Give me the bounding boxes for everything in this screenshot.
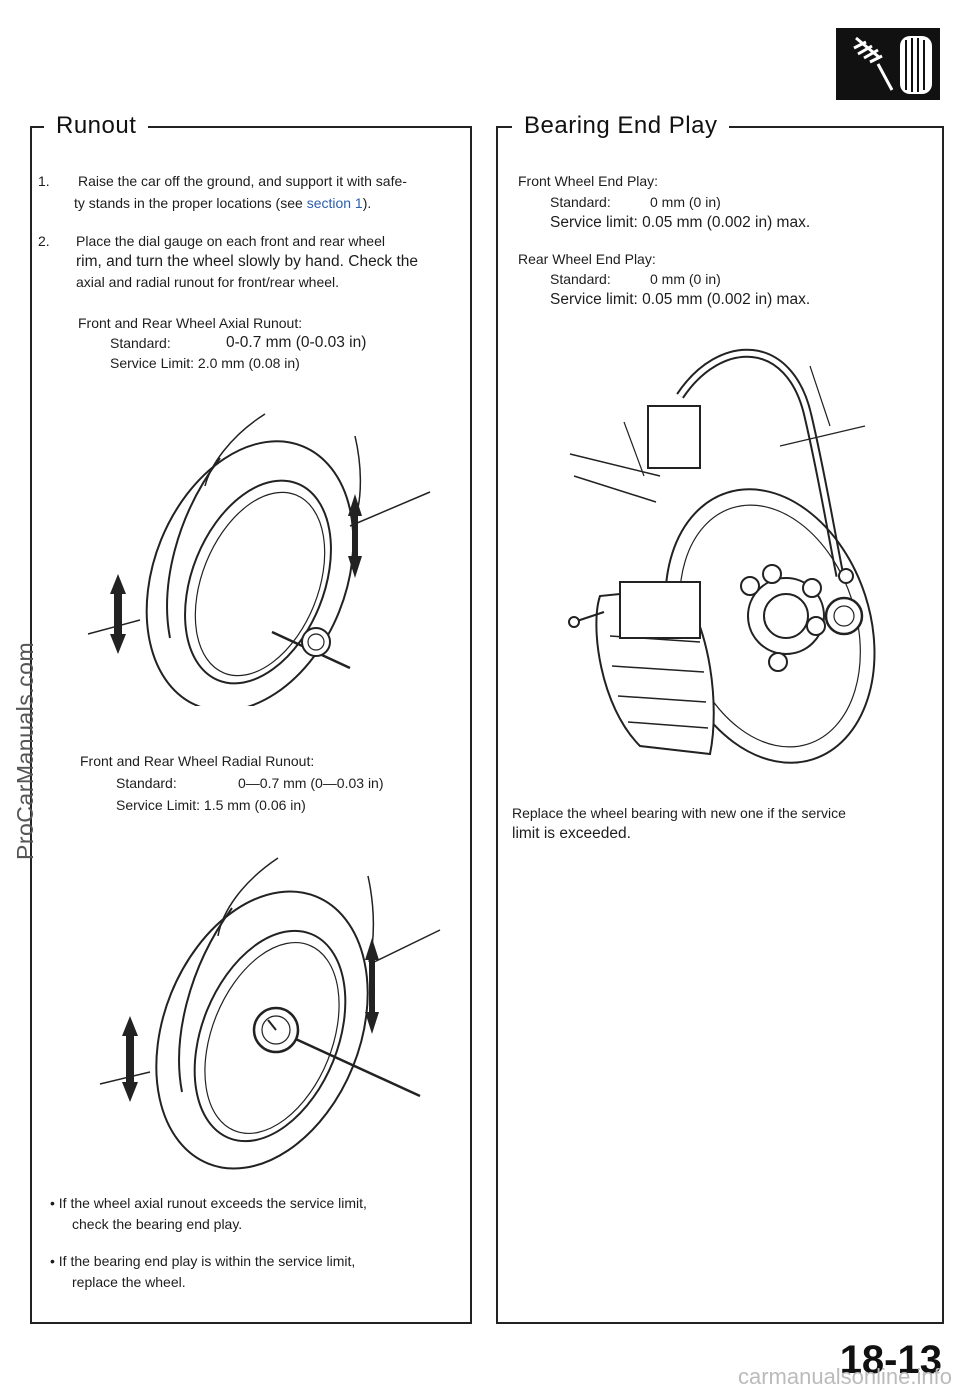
step-2-number: 2. — [38, 233, 50, 249]
runout-section-title: Runout — [44, 112, 149, 140]
replace-bearing-line-2: limit is exceeded. — [512, 825, 631, 842]
step-1-line-2: ty stands in the proper locations (see s… — [74, 194, 371, 213]
radial-standard-label: Standard: — [116, 775, 177, 791]
axial-runout-heading: Front and Rear Wheel Axial Runout: — [78, 315, 303, 331]
step-2-line-2: rim, and turn the wheel slowly by hand. … — [76, 253, 419, 270]
step-1-line-2-post: ). — [362, 195, 372, 211]
step-1-line-2-pre: ty stands in the proper locations (see — [74, 195, 307, 211]
wheel-hub-dial-gauge-illustration — [568, 348, 876, 764]
note-2-line-2: replace the wheel. — [72, 1274, 186, 1290]
left-vertical-watermark: ProCarManuals.com — [12, 641, 38, 860]
axial-standard-label: Standard: — [110, 335, 171, 351]
rear-standard-value: 0 mm (0 in) — [650, 271, 721, 287]
section-1-link[interactable]: section 1 — [306, 195, 363, 211]
note-2-line-1: • If the bearing end play is within the … — [50, 1253, 356, 1269]
page-number: 18-13 — [839, 1338, 942, 1382]
rear-end-play-heading: Rear Wheel End Play: — [518, 251, 656, 267]
rear-standard-label: Standard: — [550, 271, 611, 287]
note-1-line-2: check the bearing end play. — [72, 1216, 243, 1232]
step-2-line-1: Place the dial gauge on each front and r… — [76, 233, 385, 249]
step-1-line-1: Raise the car off the ground, and suppor… — [78, 173, 407, 189]
radial-standard-value: 0—0.7 mm (0—0.03 in) — [238, 775, 384, 791]
radial-service-limit: Service Limit: 1.5 mm (0.06 in) — [116, 797, 306, 813]
front-service-limit: Service limit: 0.05 mm (0.002 in) max. — [550, 214, 811, 231]
runout-section-frame — [30, 126, 472, 1324]
rear-service-limit: Service limit: 0.05 mm (0.002 in) max. — [550, 291, 811, 308]
step-2-line-3: axial and radial runout for front/rear w… — [76, 274, 340, 290]
replace-bearing-line-1: Replace the wheel bearing with new one i… — [512, 805, 846, 821]
radial-runout-heading: Front and Rear Wheel Radial Runout: — [80, 753, 315, 769]
note-1-line-1: • If the wheel axial runout exceeds the … — [50, 1195, 367, 1211]
front-standard-value: 0 mm (0 in) — [650, 194, 721, 210]
bearing-section-title: Bearing End Play — [512, 112, 730, 140]
axial-service-limit: Service Limit: 2.0 mm (0.08 in) — [110, 355, 300, 371]
axial-standard-value: 0-0.7 mm (0-0.03 in) — [226, 334, 367, 351]
bottom-watermark: carmanualsonline.info — [737, 1364, 952, 1389]
axial-runout-wheel-illustration — [87, 413, 431, 706]
front-end-play-heading: Front Wheel End Play: — [518, 173, 659, 189]
front-standard-label: Standard: — [550, 194, 611, 210]
radial-runout-wheel-illustration — [99, 857, 441, 1170]
shock-absorber-and-tire-icon — [836, 28, 940, 100]
step-1-number: 1. — [38, 173, 50, 189]
